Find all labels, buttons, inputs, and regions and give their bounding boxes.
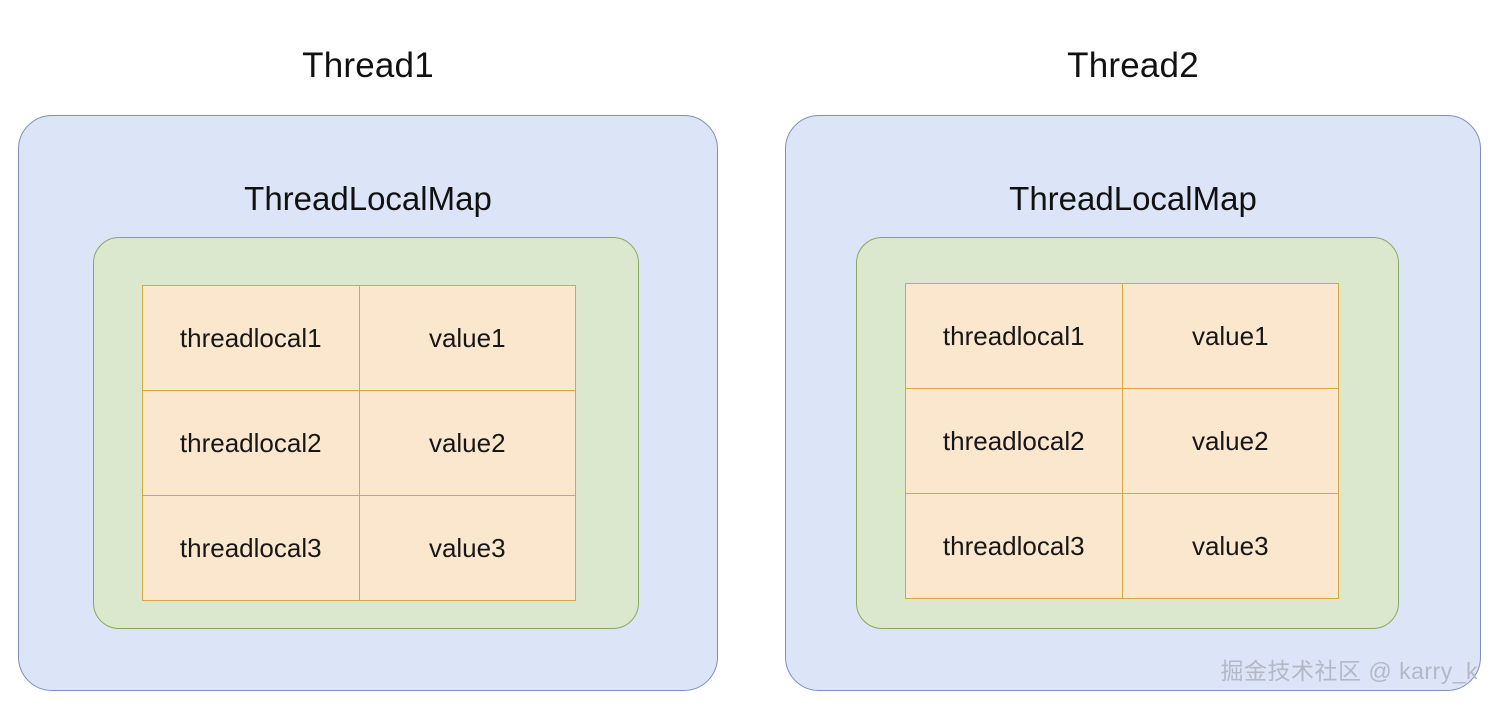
entry-value-cell: value3: [358, 495, 576, 601]
table-row: threadlocal3 value3: [905, 493, 1339, 599]
entry-key-cell: threadlocal2: [905, 388, 1123, 494]
thread2-threadlocalmap-label: ThreadLocalMap: [1009, 180, 1257, 217]
thread2-title: Thread2: [1067, 46, 1199, 85]
thread1-title: Thread1: [302, 46, 434, 85]
entry-key-cell: threadlocal1: [905, 283, 1123, 389]
entry-value-cell: value2: [1121, 388, 1339, 494]
entry-value-cell: value1: [358, 285, 576, 391]
entry-key-cell: threadlocal3: [142, 495, 360, 601]
table-row: threadlocal2 value2: [905, 388, 1339, 494]
entry-key-cell: threadlocal3: [905, 493, 1123, 599]
entry-value-cell: value1: [1121, 283, 1339, 389]
entry-key-cell: threadlocal2: [142, 390, 360, 496]
thread2-entry-table: threadlocal1 value1 threadlocal2 value2 …: [905, 283, 1339, 599]
table-row: threadlocal2 value2: [142, 390, 576, 496]
table-row: threadlocal1 value1: [905, 283, 1339, 389]
entry-value-cell: value2: [358, 390, 576, 496]
entry-value-cell: value3: [1121, 493, 1339, 599]
thread1-entry-table: threadlocal1 value1 threadlocal2 value2 …: [142, 285, 576, 601]
table-row: threadlocal1 value1: [142, 285, 576, 391]
thread1-threadlocalmap-label: ThreadLocalMap: [244, 180, 492, 217]
entry-key-cell: threadlocal1: [142, 285, 360, 391]
table-row: threadlocal3 value3: [142, 495, 576, 601]
